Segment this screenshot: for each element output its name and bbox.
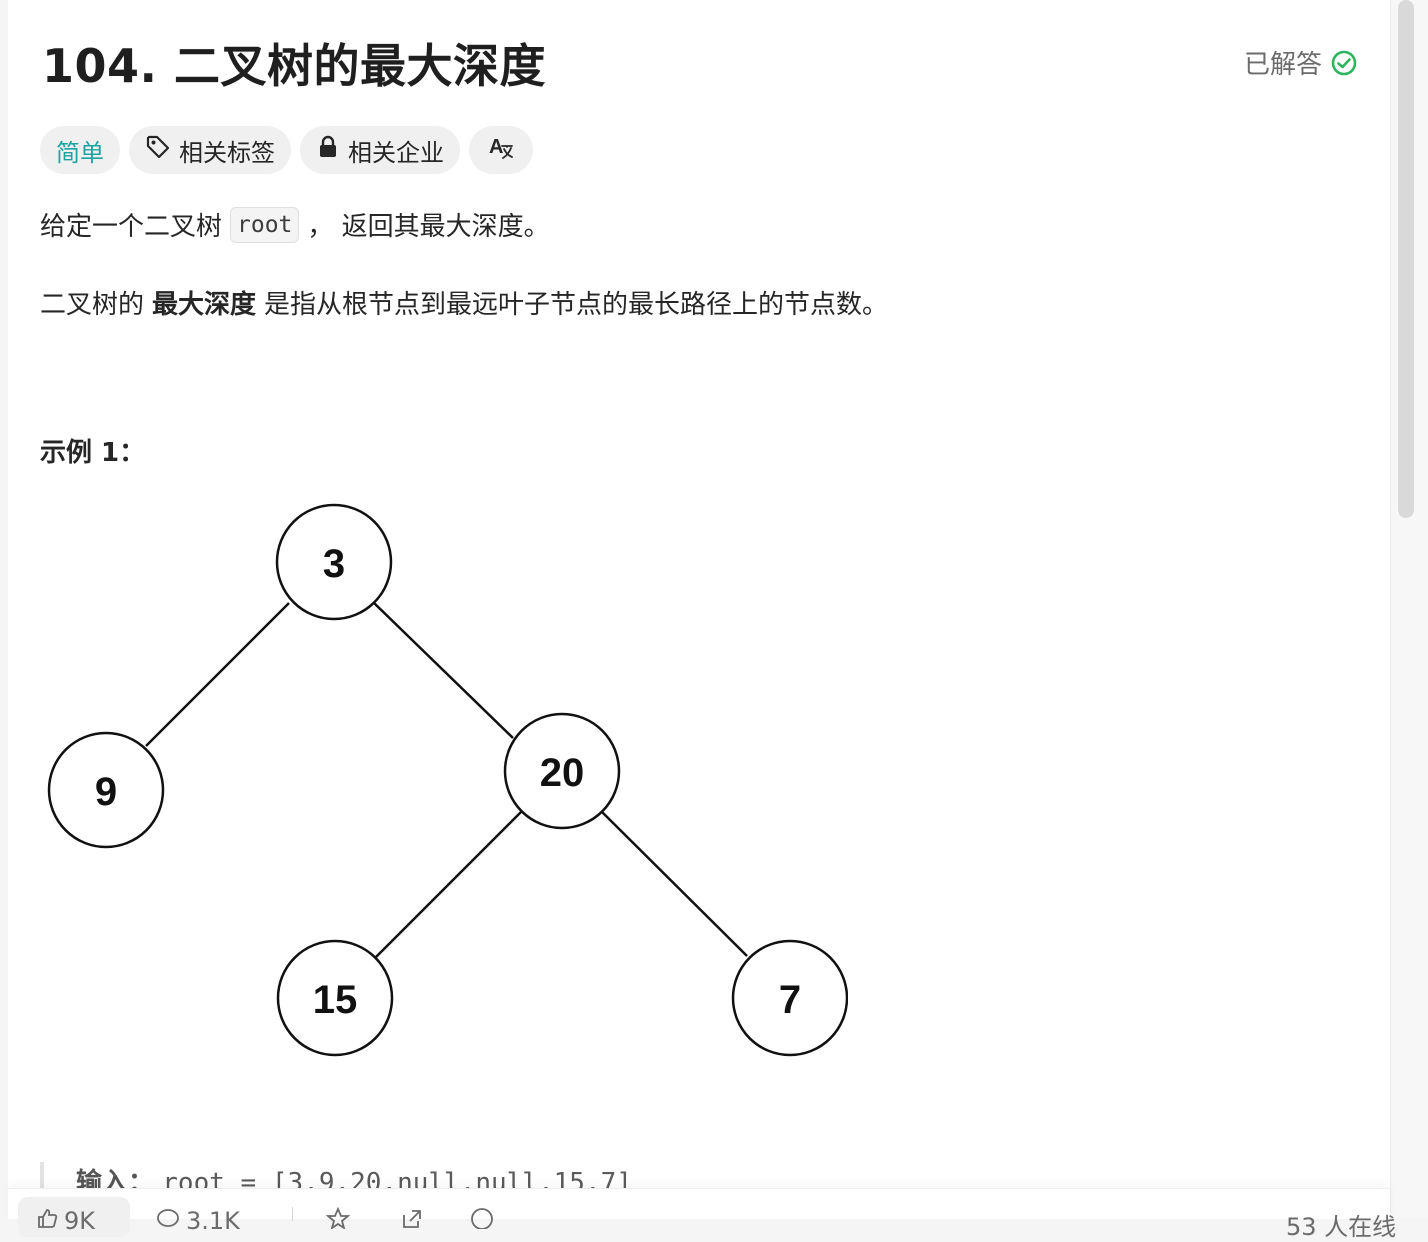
related-companies-button[interactable]: 相关企业 [300,126,460,174]
difficulty-badge[interactable]: 简单 [40,126,120,174]
problem-title: 104. 二叉树的最大深度 [42,39,547,93]
tree-node: 20 [503,712,621,830]
description-line-2: 二叉树的 最大深度 是指从根节点到最远叶子节点的最长路径上的节点数。 [40,284,888,321]
difficulty-label: 简单 [56,138,104,167]
tree-edge [145,602,290,747]
tree-edge [373,602,514,739]
lock-icon [316,134,340,166]
like-count[interactable]: 9K [36,1207,95,1235]
example-tree-image: 3 9 20 15 7 [38,500,849,1060]
like-icon [36,1207,58,1235]
related-tags-button[interactable]: 相关标签 [129,126,291,174]
online-count: 53 人在线 [1286,1207,1396,1242]
tree-edge [373,810,523,960]
related-tags-label: 相关标签 [179,138,275,167]
tree-node-label: 7 [779,978,801,1022]
tag-row: 简单 相关标签 相关企业 A [40,126,533,174]
translate-icon: A [487,133,515,167]
tree-node: 15 [276,939,394,1057]
like-count-label: 9K [64,1207,96,1235]
inline-code-root: root [230,206,300,243]
bottom-action-bar: 9K 3.1K 53 人在线 [8,1188,1396,1241]
tree-node-label: 15 [313,978,358,1022]
scrollbar-thumb[interactable] [1398,0,1414,518]
comment-count[interactable]: 3.1K [156,1207,240,1235]
divider [292,1207,293,1221]
online-count-label: 53 人在线 [1286,1213,1397,1241]
tree-node: 9 [47,731,165,849]
solved-status-label: 已解答 [1243,50,1322,80]
check-circle-icon [1330,49,1358,77]
description-line-1: 给定一个二叉树 root ， 返回其最大深度。 [40,206,550,243]
star-icon[interactable] [326,1207,350,1229]
tree-node-label: 20 [540,751,585,795]
description-text: 二叉树的 [40,290,145,320]
tree-node-label: 3 [323,542,345,586]
share-icon[interactable] [400,1207,424,1229]
comment-icon [156,1207,180,1235]
solved-status: 已解答 [1244,44,1358,81]
comment-count-label: 3.1K [186,1207,240,1235]
svg-text:A: A [489,136,503,158]
tree-edge [600,810,748,957]
tree-node: 7 [731,939,849,1057]
tree-node-label: 9 [95,770,117,814]
example-1-title: 示例 1： [40,438,146,468]
description-bold-term: 最大深度 [152,290,257,320]
description-text: 是指从根节点到最远叶子节点的最长路径上的节点数。 [264,290,889,320]
description-text: 给定一个二叉树 [40,212,223,242]
tree-node: 3 [275,503,393,621]
tag-icon [145,134,171,166]
problem-description-panel: 104. 二叉树的最大深度 已解答 简单 相关标签 [8,0,1390,1218]
related-companies-label: 相关企业 [348,138,444,167]
description-text: ， 返回其最大深度。 [307,212,550,242]
translate-button[interactable]: A [469,126,533,174]
help-icon[interactable] [470,1207,494,1229]
